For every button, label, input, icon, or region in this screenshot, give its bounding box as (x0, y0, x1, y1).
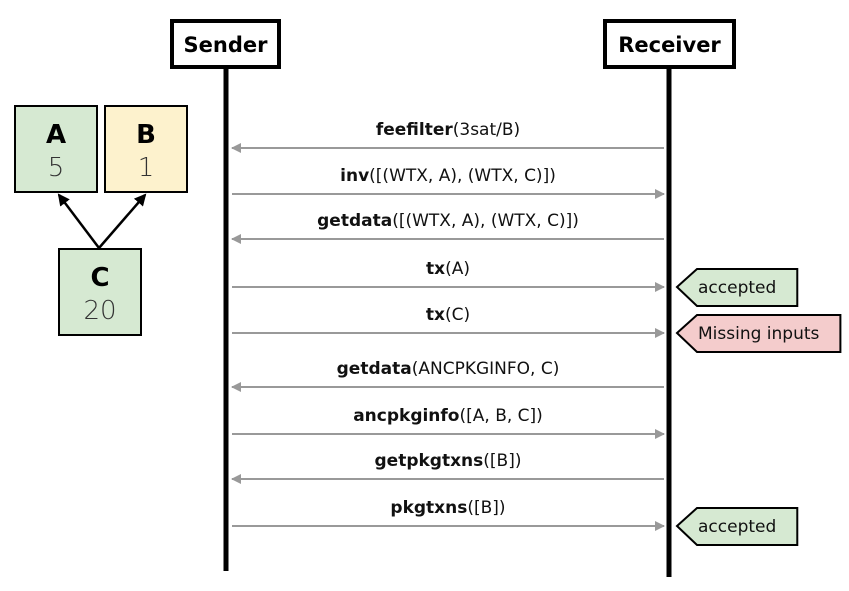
message-label: getdata(ANCPKGINFO, C) (337, 359, 560, 379)
message-command: tx (426, 259, 445, 279)
receiver-label: Receiver (618, 33, 721, 57)
message-args: (3sat/B) (453, 120, 520, 140)
message-command: feefilter (376, 120, 454, 140)
message-args: (A) (445, 259, 470, 279)
message-6: getdata(ANCPKGINFO, C) (231, 359, 664, 392)
node-a-box (14, 105, 98, 193)
status-tag: Missing inputs (675, 314, 842, 353)
message-command: pkgtxns (390, 498, 467, 518)
message-8: getpkgtxns([B]) (231, 451, 664, 484)
node-b-box (104, 105, 188, 193)
dependency-graph: A 5 B 1 C 20 (14, 105, 188, 336)
message-label: ancpkginfo([A, B, C]) (353, 406, 543, 426)
message-label: getpkgtxns([B]) (375, 451, 522, 471)
message-args: ([B]) (483, 451, 521, 471)
message-command: getdata (337, 359, 412, 379)
node-a-letter: A (46, 120, 66, 150)
message-command: ancpkginfo (353, 406, 459, 426)
status-text: Missing inputs (698, 324, 820, 344)
sender-box (170, 19, 281, 69)
actor-sender: Sender (170, 19, 281, 571)
message-label: inv([(WTX, A), (WTX, C)]) (340, 166, 556, 186)
node-b: B 1 (104, 105, 188, 193)
receiver-box (603, 19, 736, 69)
status-shape (675, 507, 799, 546)
node-c-box (58, 248, 142, 336)
message-5: tx(C) (232, 305, 665, 338)
node-b-letter: B (136, 120, 156, 150)
node-c: C 20 (58, 248, 142, 336)
node-c-value: 20 (83, 296, 116, 326)
message-args: (ANCPKGINFO, C) (412, 359, 560, 379)
message-7: ancpkginfo([A, B, C]) (232, 406, 665, 439)
message-command: getdata (317, 211, 392, 231)
message-command: tx (426, 305, 445, 325)
message-4: tx(A) (232, 259, 665, 292)
status-shape (675, 268, 799, 307)
sender-label: Sender (184, 33, 269, 57)
message-label: getdata([(WTX, A), (WTX, C)]) (317, 211, 579, 231)
edge-c-to-a (57, 193, 100, 249)
edge-c-to-b (98, 193, 147, 249)
actor-receiver: Receiver (603, 19, 736, 577)
message-3: getdata([(WTX, A), (WTX, C)]) (231, 211, 664, 244)
message-label: tx(C) (426, 305, 470, 325)
message-args: ([B]) (467, 498, 505, 518)
status-tag: accepted (675, 268, 799, 307)
status-text: accepted (698, 517, 776, 537)
node-b-value: 1 (138, 153, 155, 183)
message-list: feefilter(3sat/B)inv([(WTX, A), (WTX, C)… (231, 120, 665, 531)
message-label: pkgtxns([B]) (390, 498, 505, 518)
message-label: feefilter(3sat/B) (376, 120, 520, 140)
message-label: tx(A) (426, 259, 470, 279)
message-args: ([A, B, C]) (460, 406, 543, 426)
message-args: (C) (445, 305, 470, 325)
status-tag: accepted (675, 507, 799, 546)
status-text: accepted (698, 278, 776, 298)
node-a: A 5 (14, 105, 98, 193)
node-c-letter: C (90, 263, 109, 293)
message-command: getpkgtxns (375, 451, 484, 471)
message-9: pkgtxns([B]) (232, 498, 665, 531)
message-2: inv([(WTX, A), (WTX, C)]) (232, 166, 665, 199)
node-a-value: 5 (48, 153, 65, 183)
message-command: inv (340, 166, 369, 186)
message-args: ([(WTX, A), (WTX, C)]) (392, 211, 579, 231)
status-shape (675, 314, 842, 353)
message-args: ([(WTX, A), (WTX, C)]) (369, 166, 556, 186)
message-1: feefilter(3sat/B) (231, 120, 664, 153)
